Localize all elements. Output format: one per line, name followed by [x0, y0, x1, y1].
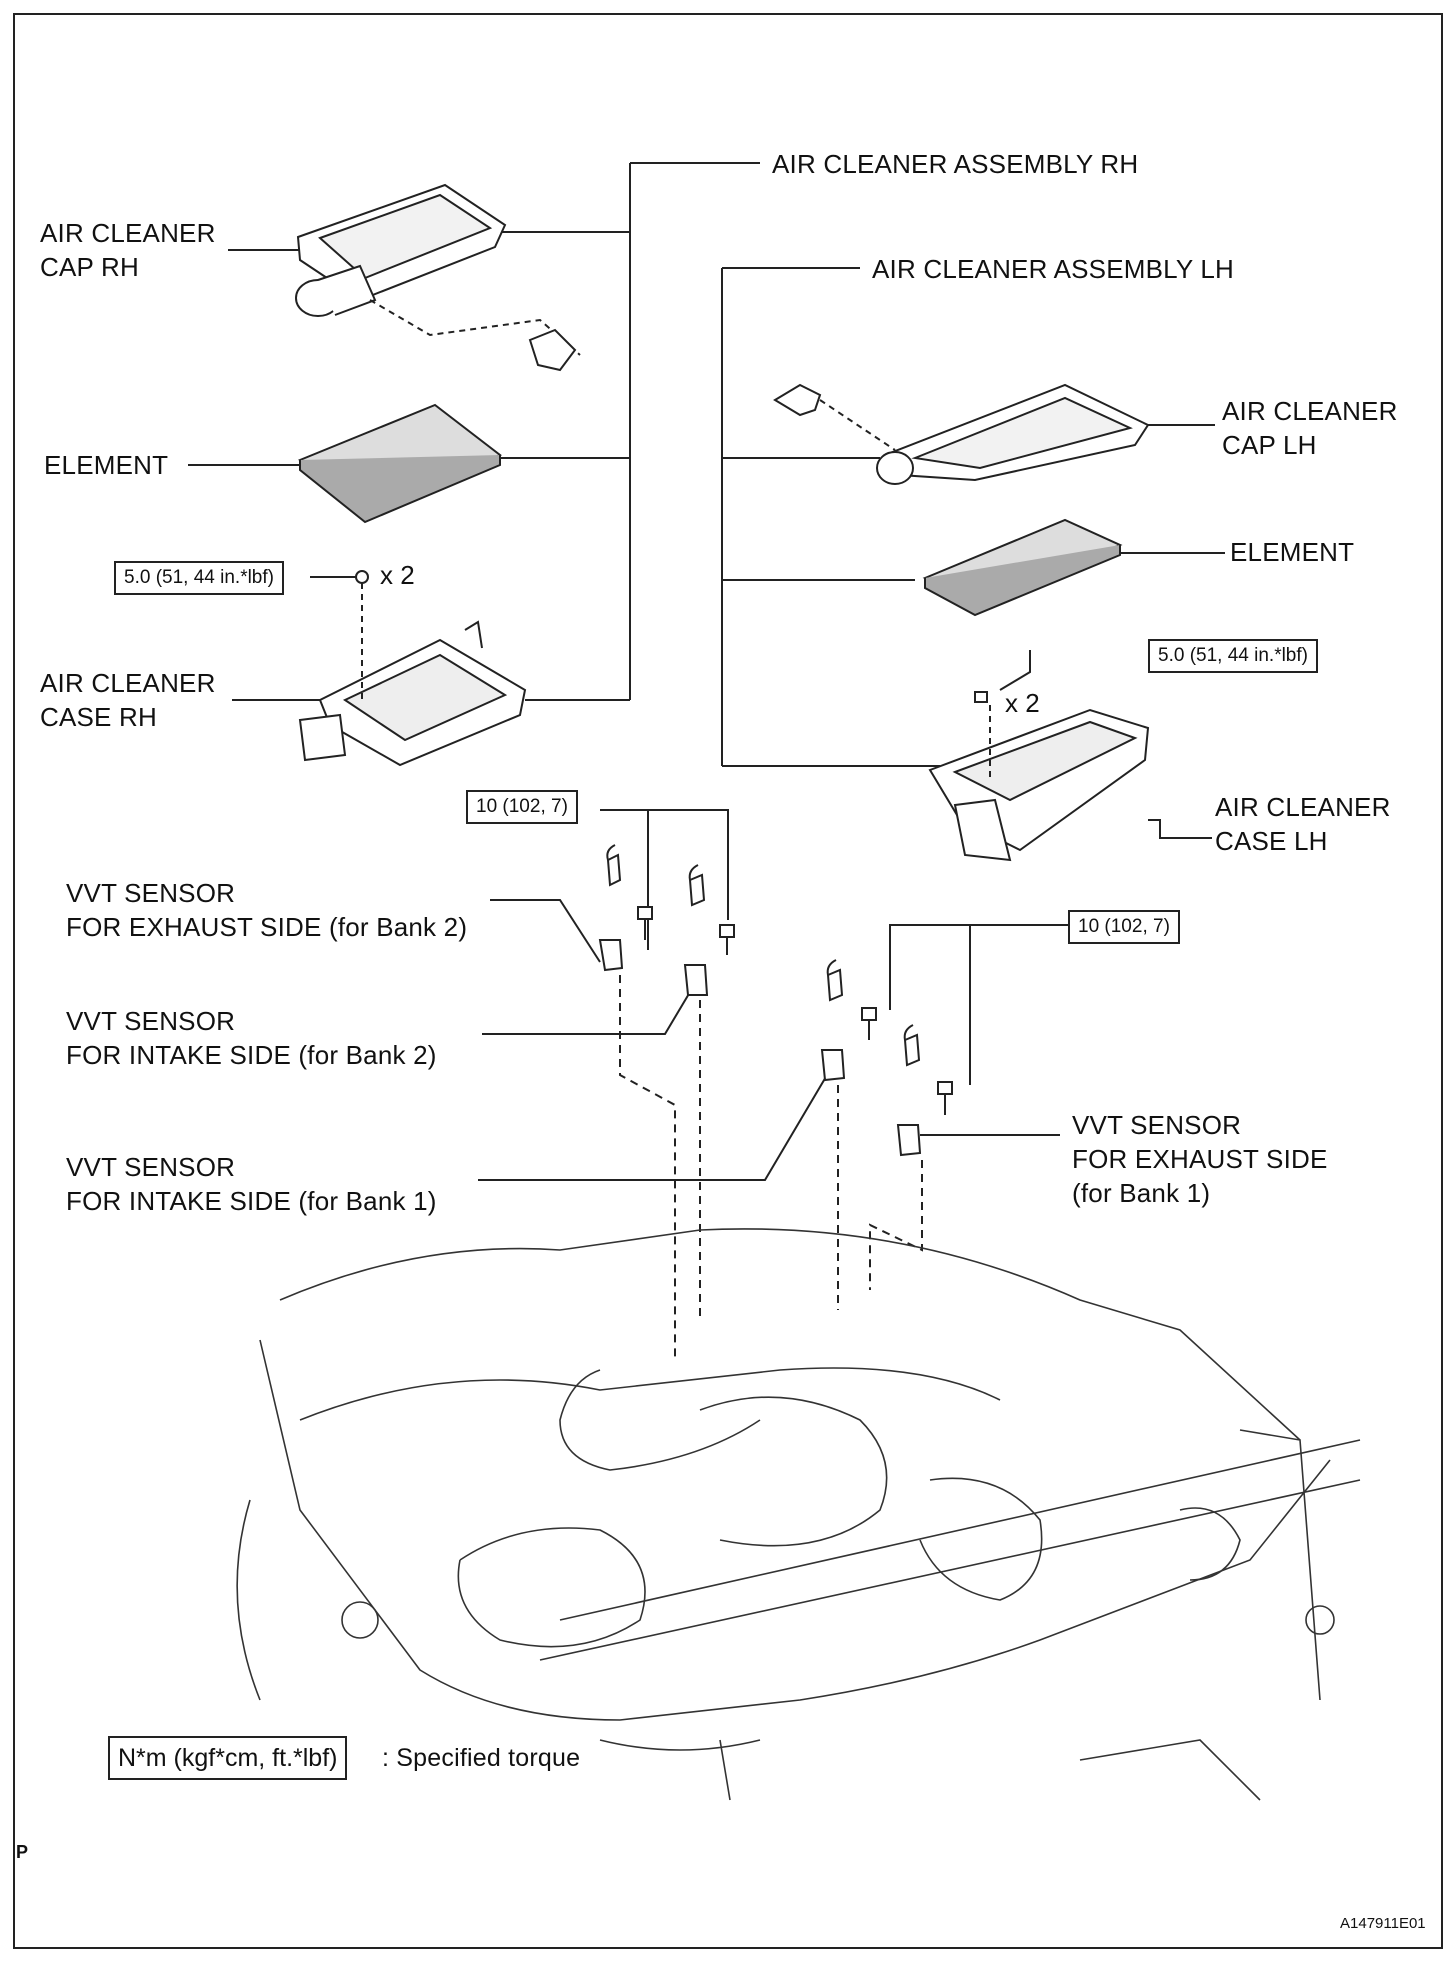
- figure-code: A147911E01: [1340, 1915, 1426, 1932]
- torque-box-lh: 5.0 (51, 44 in.*lbf): [1148, 639, 1318, 673]
- label-cap-lh-line1: AIR CLEANER: [1222, 396, 1398, 426]
- qty-rh: x 2: [380, 560, 415, 590]
- label-assy-rh: AIR CLEANER ASSEMBLY RH: [772, 149, 1139, 179]
- page-mark: P: [16, 1842, 29, 1862]
- leader-vvt-in-b1: [478, 1069, 831, 1181]
- label-cap-lh-line2: CAP LH: [1222, 430, 1317, 460]
- air-cleaner-case-rh: [298, 570, 527, 767]
- label-vvt-in-b1-line1: VVT SENSOR: [66, 1152, 236, 1182]
- label-vvt-in-b2-line1: VVT SENSOR: [66, 1006, 236, 1036]
- label-vvt-in-b1-line2: FOR INTAKE SIDE (for Bank 1): [66, 1186, 437, 1216]
- legend-text: : Specified torque: [382, 1744, 581, 1772]
- leader-case-lh: [1148, 819, 1212, 839]
- label-vvt-ex-b2-line2: FOR EXHAUST SIDE (for Bank 2): [66, 912, 468, 942]
- label-element-rh: ELEMENT: [44, 450, 169, 480]
- diagram-frame: [13, 13, 1443, 1949]
- label-vvt-ex-b2-line1: VVT SENSOR: [66, 878, 236, 908]
- element-lh: [922, 518, 1123, 617]
- label-case-lh-line1: AIR CLEANER: [1215, 792, 1391, 822]
- air-cleaner-cap-lh: [773, 383, 1150, 485]
- leader-vvt-ex-b2: [490, 899, 601, 963]
- label-vvt-ex-b1-line1: VVT SENSOR: [1072, 1110, 1242, 1140]
- air-cleaner-case-lh: [928, 691, 1150, 862]
- torque-box-bank2: 10 (102, 7): [466, 790, 578, 824]
- install-guide-lines: [619, 975, 923, 1360]
- label-cap-rh-line1: AIR CLEANER: [40, 218, 216, 248]
- torque-box-rh: 5.0 (51, 44 in.*lbf): [114, 561, 284, 595]
- assy-rh-bracket: [490, 162, 760, 701]
- qty-lh: x 2: [1005, 688, 1040, 718]
- element-rh: [298, 403, 502, 524]
- label-cap-rh-line2: CAP RH: [40, 252, 139, 282]
- leader-torque-bank1: [889, 924, 1068, 1085]
- label-case-rh-line1: AIR CLEANER: [40, 668, 216, 698]
- vvt-sensor-parts: [598, 844, 953, 1157]
- leader-vvt-in-b2: [482, 991, 691, 1035]
- legend-torque-box: N*m (kgf*cm, ft.*lbf): [108, 1736, 348, 1780]
- label-vvt-ex-b1-line3: (for Bank 1): [1072, 1178, 1211, 1208]
- label-element-lh: ELEMENT: [1230, 537, 1355, 567]
- engine-compartment-drawing: [236, 1228, 1361, 1801]
- torque-box-bank1: 10 (102, 7): [1068, 910, 1180, 944]
- label-vvt-ex-b1-line2: FOR EXHAUST SIDE: [1072, 1144, 1328, 1174]
- air-cleaner-cap-rh: [295, 183, 581, 372]
- leader-torque-bank2: [600, 809, 729, 950]
- assy-lh-bracket: [721, 267, 940, 767]
- label-case-rh-line2: CASE RH: [40, 702, 157, 732]
- label-assy-lh: AIR CLEANER ASSEMBLY LH: [872, 254, 1234, 284]
- leader-torque-lh: [999, 650, 1031, 691]
- label-case-lh-line2: CASE LH: [1215, 826, 1328, 856]
- label-vvt-in-b2-line2: FOR INTAKE SIDE (for Bank 2): [66, 1040, 437, 1070]
